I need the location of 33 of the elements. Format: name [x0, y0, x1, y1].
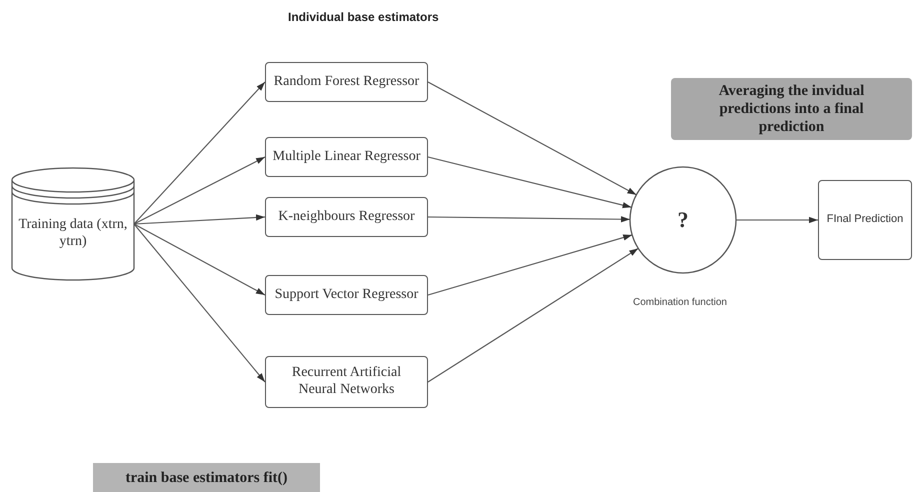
node-label: Support Vector Regressor — [274, 286, 420, 304]
arrow — [134, 156, 266, 224]
function-caption: Combination function — [633, 297, 727, 308]
arrow — [428, 248, 639, 382]
process-box — [265, 356, 428, 408]
arrow — [428, 234, 632, 296]
node-label: Training data (xtrn, ytrn) — [18, 217, 128, 251]
combination-circle — [629, 166, 737, 274]
process-box — [265, 197, 428, 237]
question-mark: ? — [676, 206, 690, 234]
process-box — [265, 62, 428, 102]
arrow — [428, 216, 630, 222]
arrow — [134, 82, 266, 224]
node-label: K-neighbours Regressor — [277, 208, 416, 226]
node-label: Recurrent Artificial Neural Networks — [290, 365, 402, 399]
note-text: Averaging the invidual predictions into a final prediction — [718, 82, 866, 136]
column-heading: Individual base estimators — [288, 10, 439, 24]
arrow — [428, 156, 632, 208]
process-box — [265, 275, 428, 315]
output-box — [818, 180, 912, 260]
arrow — [736, 216, 818, 224]
node-label: Multiple Linear Regressor — [272, 148, 422, 166]
note-banner — [93, 463, 320, 492]
node-label: FInal Prediction — [826, 213, 904, 227]
process-box — [265, 137, 428, 177]
arrow — [134, 214, 266, 225]
note-banner — [671, 78, 912, 140]
node-label: Random Forest Regressor — [272, 74, 420, 90]
database-cylinder — [11, 167, 135, 281]
arrow — [134, 224, 266, 382]
arrow — [428, 82, 637, 196]
arrow — [134, 224, 266, 296]
note-text: train base estimators fit() — [124, 468, 289, 486]
